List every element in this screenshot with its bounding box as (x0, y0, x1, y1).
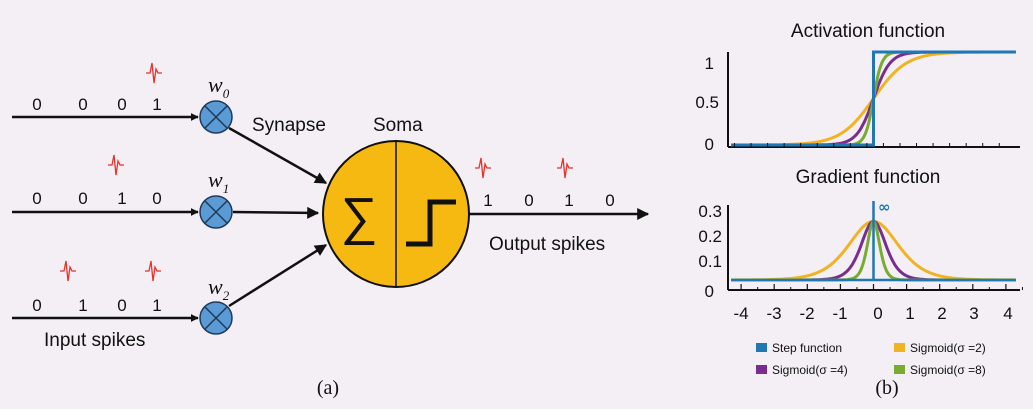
soma: ∑ (322, 140, 470, 288)
caption-b: (b) (875, 377, 898, 399)
caption-a: (a) (317, 377, 339, 399)
bit: 0 (32, 95, 41, 114)
bit: 0 (605, 191, 614, 210)
soma-connector-0 (228, 126, 328, 185)
synapse-node-0 (199, 100, 233, 134)
series-line-step (731, 50, 1016, 147)
weight-label-0: w0 (208, 72, 230, 101)
gradient-ticks (740, 284, 1023, 290)
y-tick-label: 0.5 (695, 93, 719, 112)
input-row-2: 0 1 0 1 w2 (12, 243, 328, 335)
bit: 0 (32, 189, 41, 208)
x-tick-label: 3 (969, 304, 978, 323)
gradient-plot (727, 201, 1020, 291)
gradient-y-tick-labels: 0.3 0.2 0.1 0 (698, 202, 722, 301)
synapse-label: Synapse (252, 115, 326, 136)
legend-swatch (756, 343, 767, 352)
activation-ticks (733, 143, 1000, 147)
panel-a: 0 0 0 1 w0 0 0 1 0 w1 (12, 62, 650, 399)
y-tick-label: 0.3 (698, 202, 722, 221)
x-tick-label: -3 (766, 304, 781, 323)
activation-y-tick-labels: 1 0.5 0 (695, 54, 719, 154)
multiply-icon (204, 306, 228, 330)
step-icon (406, 199, 456, 247)
series-line-impulse (731, 201, 1016, 282)
legend-swatch (756, 365, 767, 374)
x-tick-label: 2 (937, 304, 946, 323)
x-tick-label: -4 (733, 304, 748, 323)
panel-b: Activation function 1 0.5 0 Gradient fun… (695, 21, 1023, 399)
legend-item-sigmoid-8: Sigmoid(σ =8) (894, 363, 986, 377)
input-row-0: 0 0 0 1 w0 (12, 62, 328, 185)
soma-connector-2 (228, 243, 328, 308)
weight-label-1: w1 (208, 167, 229, 196)
gradient-x-tick-labels: -4 -3 -2 -1 0 1 2 3 4 (733, 304, 1012, 323)
bit: 1 (564, 191, 573, 210)
y-tick-label: 0.2 (698, 227, 722, 246)
input-row-1: 0 0 1 0 w1 (12, 154, 320, 229)
legend-label: Step function (772, 341, 842, 355)
legend-label: Sigmoid(σ =4) (772, 363, 848, 377)
y-tick-label: 1 (705, 54, 714, 73)
infinity-label: ∞ (878, 198, 891, 216)
bit: 0 (117, 95, 126, 114)
y-tick-label: 0 (705, 282, 714, 301)
synapse-node-1 (199, 195, 233, 229)
spike-icon (556, 157, 574, 179)
x-tick-label: 1 (905, 304, 914, 323)
bit: 0 (524, 191, 533, 210)
multiply-icon (204, 200, 228, 224)
legend-swatch (894, 343, 905, 352)
weight-label-2: w2 (208, 274, 230, 303)
legend-item-sigmoid-2: Sigmoid(σ =2) (894, 341, 986, 355)
bit: 0 (78, 189, 87, 208)
chart-title-activation: Activation function (791, 21, 945, 42)
multiply-icon (204, 105, 228, 129)
bit: 1 (152, 95, 161, 114)
bit: 1 (78, 296, 87, 315)
y-tick-label: 0.1 (698, 252, 722, 271)
activation-plot (727, 50, 1020, 148)
input-spikes-label: Input spikes (44, 330, 145, 351)
synapse-node-2 (199, 301, 233, 335)
legend: Step function Sigmoid(σ =2) Sigmoid(σ =4… (756, 341, 986, 377)
output-spikes-label: Output spikes (489, 234, 605, 255)
bit: 0 (117, 296, 126, 315)
soma-connector-1 (232, 206, 320, 219)
bit: 1 (117, 189, 126, 208)
legend-item-sigmoid-4: Sigmoid(σ =4) (756, 363, 848, 377)
spike-icon (144, 260, 162, 282)
legend-item-step: Step function (756, 341, 842, 355)
bit: 1 (152, 296, 161, 315)
spike-icon (59, 260, 77, 282)
sum-icon: ∑ (340, 188, 377, 246)
bit: 0 (78, 95, 87, 114)
bit: 0 (32, 296, 41, 315)
spike-icon (474, 157, 492, 179)
x-tick-label: 4 (1003, 304, 1012, 323)
bit: 0 (152, 189, 161, 208)
spike-icon (145, 62, 163, 84)
bit: 1 (483, 191, 492, 210)
legend-swatch (894, 365, 905, 374)
chart-title-gradient: Gradient function (796, 167, 941, 188)
spike-icon (107, 154, 125, 176)
x-tick-label: -1 (832, 304, 847, 323)
x-tick-label: 0 (873, 304, 882, 323)
legend-label: Sigmoid(σ =2) (910, 341, 986, 355)
legend-label: Sigmoid(σ =8) (910, 363, 986, 377)
y-tick-label: 0 (705, 135, 714, 154)
soma-label: Soma (373, 115, 423, 136)
x-tick-label: -2 (799, 304, 814, 323)
